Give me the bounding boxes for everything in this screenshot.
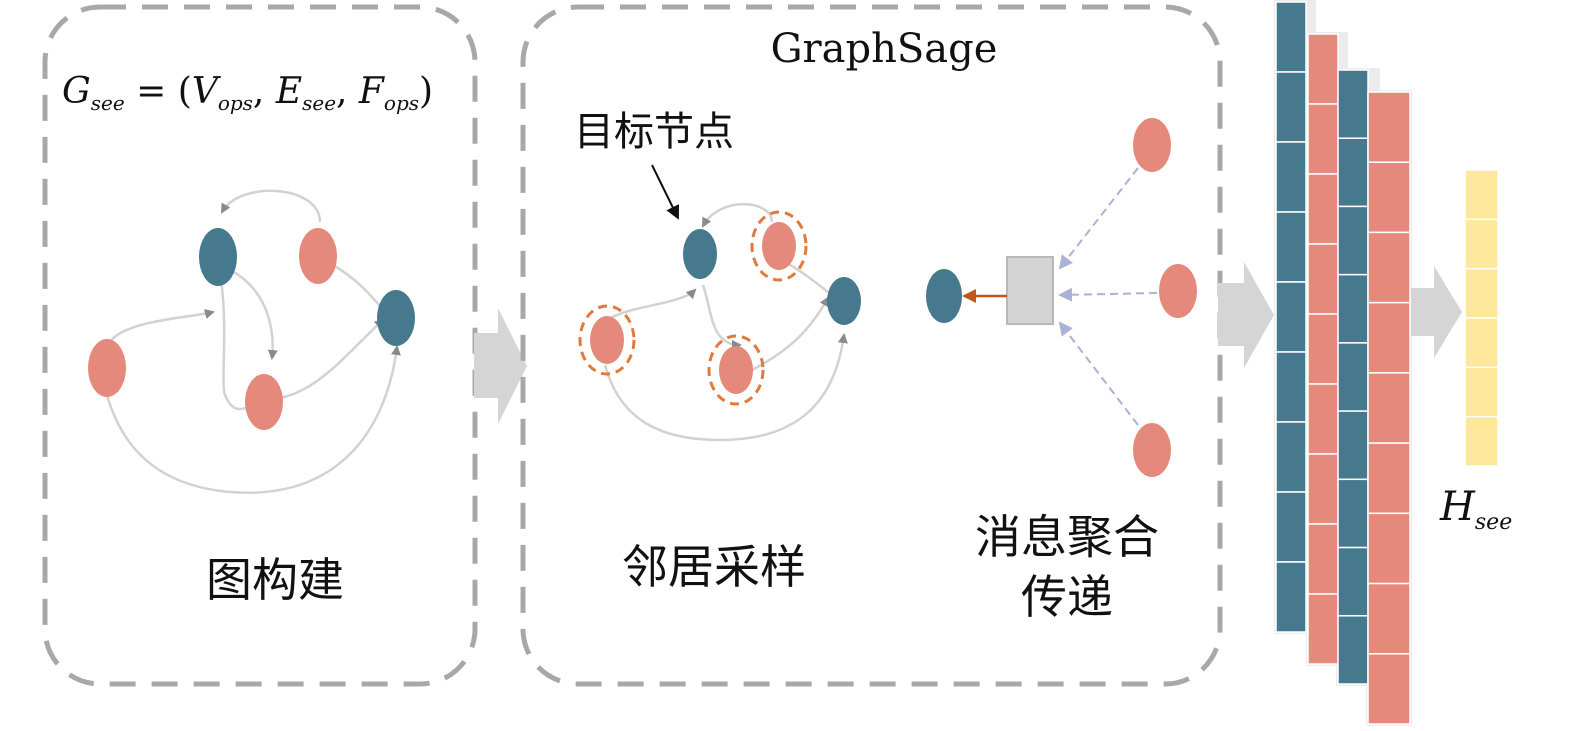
embedding-cell	[1337, 342, 1369, 412]
aggregation	[926, 118, 1197, 477]
embedding-column-salmon	[1367, 91, 1411, 725]
panel-graphsage	[520, 4, 1223, 687]
graph-2-edges	[603, 203, 848, 442]
embedding-cell	[1275, 71, 1307, 143]
node-target-teal	[683, 229, 717, 279]
embedding-cell	[1307, 383, 1339, 455]
embedding-cell	[1307, 593, 1339, 665]
embedding-cell	[1367, 512, 1411, 585]
node-aggregated-teal	[926, 269, 962, 323]
embedding-cell	[1464, 267, 1499, 319]
embedding-cell	[1337, 478, 1369, 549]
graph-1-edges	[105, 189, 401, 494]
embedding-cell	[1275, 561, 1307, 633]
graphsage-title: GraphSage	[771, 26, 998, 72]
embedding-cell	[1367, 582, 1411, 655]
embedding-cell	[1464, 415, 1499, 467]
node-salmon-neighbor	[1133, 423, 1171, 477]
output-vector	[1464, 169, 1499, 467]
embedding-cell	[1337, 205, 1369, 276]
node-salmon	[88, 339, 126, 397]
embedding-column-salmon	[1307, 33, 1339, 665]
embedding-cell	[1464, 169, 1499, 221]
message-arrow	[1058, 167, 1139, 270]
embedding-cell	[1367, 91, 1411, 163]
embedding-cell	[1275, 281, 1307, 353]
embedding-cell	[1337, 615, 1369, 685]
label-message-line1: 消息聚合	[975, 510, 1159, 564]
embedding-cell	[1307, 173, 1339, 245]
node-teal	[827, 277, 861, 325]
embedding-cell	[1307, 313, 1339, 385]
embedding-cell	[1275, 141, 1307, 213]
label-graph-construction: 图构建	[206, 553, 344, 607]
sample-ring	[707, 334, 765, 406]
node-salmon-neighbor	[1133, 118, 1171, 172]
node-salmon-neighbor	[1159, 264, 1197, 318]
label-target-node: 目标节点	[574, 109, 734, 155]
aggregator-box	[1006, 256, 1054, 325]
embedding-cell	[1307, 243, 1339, 315]
embedding-cell	[1367, 301, 1411, 374]
flow-arrow-3	[1411, 266, 1462, 358]
embedding-cell	[1307, 33, 1339, 105]
label-neighbor-sampling: 邻居采样	[622, 540, 806, 594]
embedding-cell	[1337, 137, 1369, 208]
embedding-cell	[1275, 211, 1307, 283]
embedding-cell	[1464, 366, 1499, 418]
embedding-cell	[1367, 231, 1411, 304]
target-pointer-arrow	[651, 164, 679, 220]
embedding-cell	[1464, 317, 1499, 369]
embedding-cell	[1337, 273, 1369, 344]
embedding-cell	[1337, 410, 1369, 481]
embedding-cell	[1337, 546, 1369, 617]
embedding-column-teal	[1337, 69, 1369, 685]
output-label: Hsee	[1439, 484, 1512, 535]
embedding-column-teal	[1275, 1, 1307, 633]
embedding-cell	[1464, 218, 1499, 270]
embedding-cell	[1367, 653, 1411, 725]
embedding-cell	[1275, 491, 1307, 563]
node-salmon-sampled	[762, 222, 796, 270]
node-teal	[377, 290, 415, 346]
node-salmon-sampled	[719, 346, 753, 394]
message-arrow	[1058, 321, 1139, 426]
flow-arrow-2	[1218, 262, 1274, 368]
embedding-cell	[1367, 442, 1411, 515]
embedding-cell	[1275, 421, 1307, 493]
graph-1-nodes	[88, 228, 415, 430]
embedding-cell	[1307, 523, 1339, 595]
embedding-cell	[1367, 161, 1411, 234]
embedding-cell	[1275, 1, 1307, 73]
flow-arrow-1	[474, 308, 527, 424]
graph-2-nodes	[578, 210, 861, 406]
embedding-stack	[1274, 0, 1412, 726]
sample-ring	[578, 304, 636, 376]
sample-ring	[750, 210, 808, 282]
message-arrow	[1058, 287, 1158, 302]
node-salmon	[245, 374, 283, 430]
embedding-cell	[1307, 453, 1339, 525]
embedding-cell	[1367, 372, 1411, 444]
embedding-cell	[1307, 103, 1339, 175]
embedding-cell	[1275, 351, 1307, 423]
node-teal	[199, 228, 237, 286]
formula: Gsee = (Vops, Esee, Fops)	[62, 71, 433, 115]
label-message-line2: 传递	[1021, 570, 1113, 624]
node-salmon	[299, 228, 337, 284]
embedding-cell	[1337, 69, 1369, 139]
node-salmon-sampled	[590, 316, 624, 364]
